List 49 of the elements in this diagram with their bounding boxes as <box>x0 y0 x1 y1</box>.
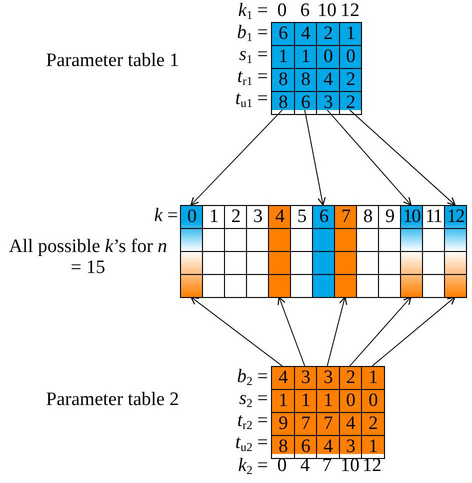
arrow <box>304 110 326 206</box>
row-label: s$_{2}$ = <box>239 388 268 410</box>
row-label: t$_{u2}$ = <box>235 432 268 454</box>
row-label: k$_{1}$ = <box>238 0 268 22</box>
table-title: Parameter table 2 <box>45 389 180 410</box>
index-value: 0 <box>277 0 287 22</box>
table-cell: 2 <box>338 68 362 92</box>
table-title: All possible k’s for n = 15 <box>8 236 168 278</box>
table-column <box>246 205 268 297</box>
row-label: t$_{r2}$ = <box>237 410 268 432</box>
table-column <box>312 205 334 297</box>
arrow <box>278 296 306 366</box>
row-label: k$_{2}$ = <box>238 455 268 477</box>
table-column <box>334 205 356 297</box>
row-label: t$_{r1}$ = <box>237 66 268 88</box>
row-label: k = <box>154 205 178 227</box>
table-column <box>378 205 400 297</box>
table-cell: 2 <box>338 91 362 115</box>
table-cell: 1 <box>361 435 384 459</box>
table-column <box>268 205 290 297</box>
table-column <box>290 205 312 297</box>
table-column <box>400 205 422 297</box>
arrow <box>326 296 348 366</box>
index-value: 12 <box>340 0 360 22</box>
arrow <box>190 296 283 366</box>
table-column <box>202 205 224 297</box>
index-value: 10 <box>318 0 336 22</box>
table-cell: 0 <box>361 389 384 413</box>
row-label: b$_{2}$ = <box>237 366 268 388</box>
arrow <box>326 110 412 206</box>
arrow <box>190 110 283 206</box>
row-label: t$_{u1}$ = <box>235 88 268 110</box>
table-column <box>180 205 202 297</box>
arrow <box>349 296 412 366</box>
index-value: 6 <box>300 0 310 22</box>
table-column <box>224 205 246 297</box>
table-cell: 12 <box>444 205 467 229</box>
row-label: s$_{1}$ = <box>239 44 268 66</box>
arrow <box>349 110 456 206</box>
table-cell: 1 <box>361 366 384 390</box>
table-cell: 0 <box>338 45 362 69</box>
row-label: b$_{1}$ = <box>237 22 268 44</box>
table-column <box>422 205 444 297</box>
table-column <box>444 205 466 297</box>
table-cell: 1 <box>338 22 362 46</box>
table-column <box>356 205 378 297</box>
table-title: Parameter table 1 <box>45 50 180 71</box>
table-cell: 2 <box>361 412 384 436</box>
arrow <box>372 296 456 366</box>
